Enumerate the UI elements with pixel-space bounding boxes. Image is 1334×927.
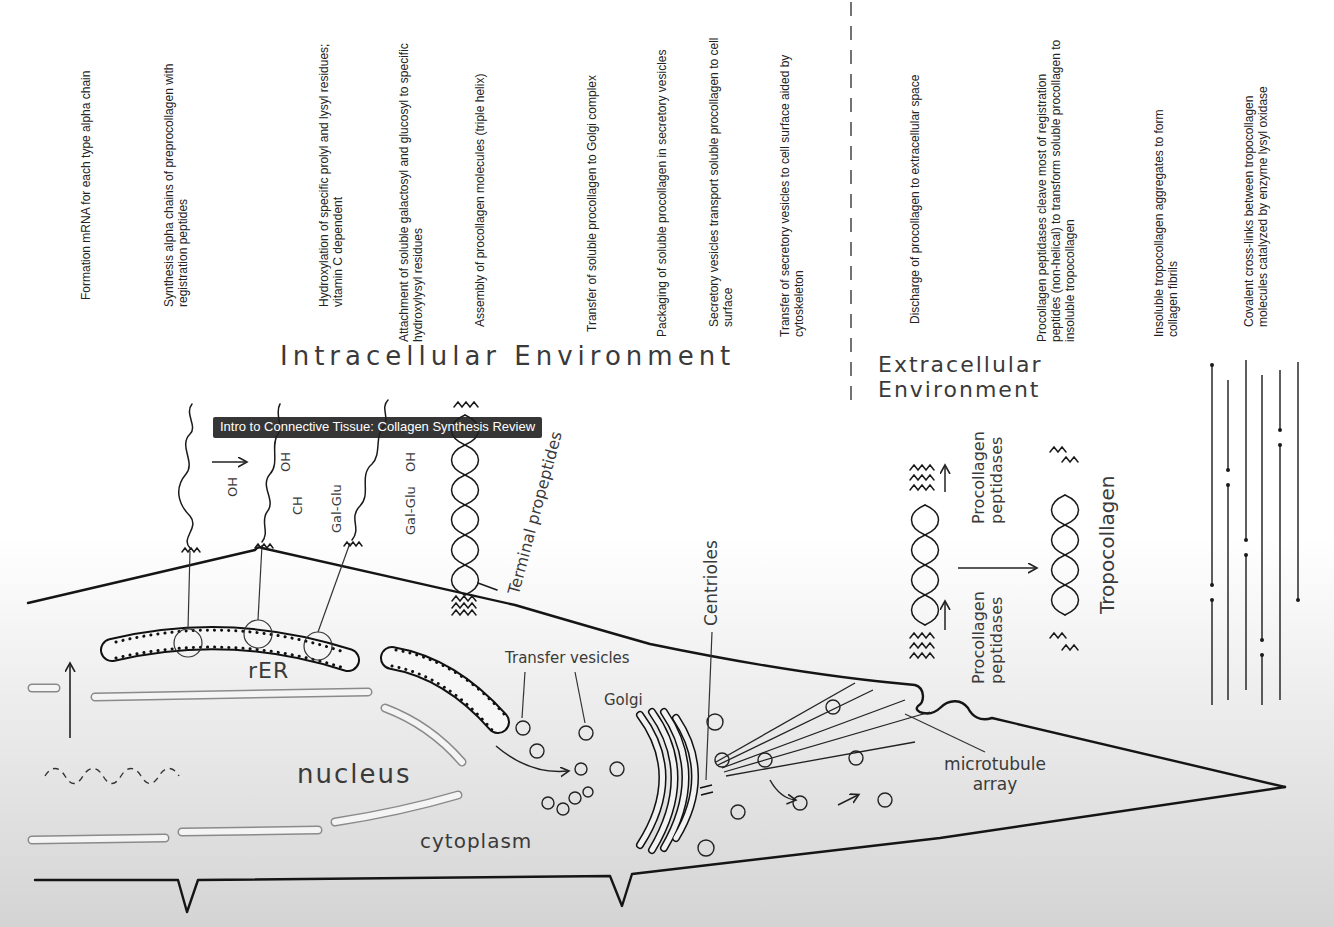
step-text: Transfer of secretory vesicles to cell s… bbox=[779, 25, 807, 337]
part-label: rER bbox=[248, 658, 289, 683]
group-label: Gal-Glu bbox=[330, 484, 345, 533]
nuclear-envelope bbox=[32, 688, 462, 840]
rer-callouts bbox=[174, 543, 350, 660]
step-text: Procollagen peptidases cleave most of re… bbox=[1036, 30, 1077, 342]
step-text: Insoluble tropocollagen aggregates to fo… bbox=[1153, 69, 1181, 337]
enzyme-label: Procollagen peptidases bbox=[970, 566, 1007, 684]
group-label: CH bbox=[291, 496, 306, 515]
vesicles bbox=[516, 700, 892, 856]
step-text: Formation mRNA for each type alpha chain bbox=[80, 30, 94, 300]
part-label: cytoplasm bbox=[420, 830, 532, 853]
step-text: Hydroxylation of specific prolyl and lys… bbox=[318, 15, 346, 307]
part-label: Transfer vesicles bbox=[505, 650, 630, 667]
collagen-fibrils bbox=[1212, 360, 1298, 705]
step-text: Secretory vesicles transport soluble pro… bbox=[708, 29, 736, 327]
enzyme-label: Procollagen peptidases bbox=[970, 406, 1007, 524]
rer bbox=[112, 630, 504, 730]
microtubules bbox=[716, 683, 930, 776]
group-label: OH bbox=[226, 477, 241, 497]
golgi bbox=[640, 712, 695, 850]
cross-links bbox=[1210, 363, 1300, 657]
step-text: Transfer of soluble procollagen to Golgi… bbox=[586, 20, 600, 332]
step-text: Packaging of soluble procollagen in secr… bbox=[656, 5, 670, 337]
part-label: microtubule array bbox=[925, 755, 1065, 794]
procollagen-helix bbox=[910, 465, 939, 658]
part-label: nucleus bbox=[297, 760, 412, 790]
region-label: Intracellular Environment bbox=[280, 342, 735, 372]
part-label: Centrioles bbox=[702, 540, 722, 626]
group-label: OH bbox=[279, 452, 294, 472]
part-label: Golgi bbox=[604, 692, 643, 709]
arrow bbox=[69, 664, 71, 738]
step-text: Covalent cross-links between tropocollag… bbox=[1243, 49, 1271, 327]
chromatin bbox=[45, 769, 179, 784]
arrow bbox=[212, 461, 246, 463]
step-text: Synthesis alpha chains of preprocollagen… bbox=[163, 17, 191, 307]
step-text: Discharge of procollagen to extracellula… bbox=[909, 32, 923, 324]
part-label: Terminal propeptides bbox=[505, 430, 566, 597]
group-label: Gal-Glu bbox=[404, 486, 419, 535]
molecule-label: Tropocollagen bbox=[1096, 475, 1119, 614]
group-label: OH bbox=[404, 452, 419, 472]
tropocollagen-helix bbox=[1050, 447, 1079, 650]
step-text: Attachment of soluble galactosyl and glu… bbox=[398, 37, 426, 342]
centriole bbox=[700, 785, 713, 795]
video-title: Intro to Connective Tissue: Collagen Syn… bbox=[213, 417, 542, 438]
region-label: Extracellular Environment bbox=[878, 352, 1108, 403]
step-text: Assembly of procollagen molecules (tripl… bbox=[474, 15, 488, 327]
divider-line bbox=[850, 2, 852, 410]
